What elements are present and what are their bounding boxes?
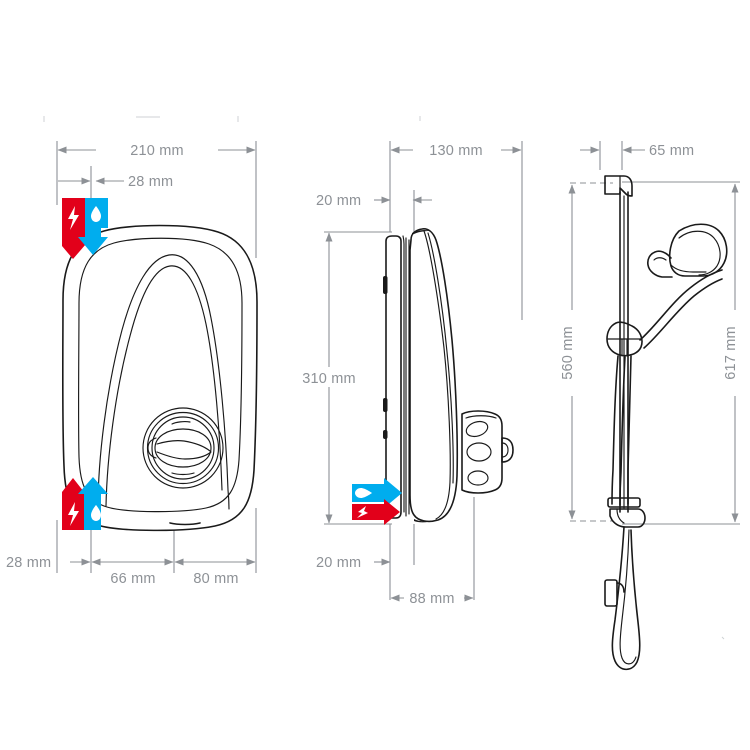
water-drop-up-arrow-icon: [78, 477, 108, 530]
dim-front-mid: 66 mm: [91, 558, 174, 587]
front-view-group: 210 mm 28 mm 28 mm 66 mm: [6, 140, 258, 587]
dim-label-front-inlet-offset: 28 mm: [128, 174, 173, 190]
dim-front-inlet-offset: 28 mm: [58, 174, 173, 190]
water-drop-down-arrow-icon: [78, 198, 108, 255]
front-shower-body: [61, 224, 258, 532]
shower-hose-upper: [639, 269, 723, 349]
dim-riser-total-height: 617 mm: [723, 183, 747, 523]
dim-side-base-depth: 88 mm: [390, 588, 474, 608]
front-control-knob: [142, 407, 224, 489]
electric-bolt-right-arrow-icon: [352, 499, 400, 525]
shower-hose-lower: [604, 355, 641, 671]
dim-label-side-bottom-offset: 20 mm: [316, 555, 361, 571]
dim-label-side-depth: 130 mm: [429, 143, 483, 159]
dim-side-height: 310 mm: [296, 232, 362, 524]
front-extension-lines: [56, 141, 257, 573]
dim-label-front-right: 80 mm: [193, 571, 238, 587]
dim-label-front-left-edge: 28 mm: [6, 555, 51, 571]
side-shower-body: [383, 228, 514, 523]
dim-riser-rail-length: 560 mm: [560, 184, 584, 520]
dim-front-width: 210 mm: [57, 140, 256, 160]
dim-label-side-height: 310 mm: [302, 371, 356, 387]
dim-label-side-top-offset: 20 mm: [316, 193, 361, 209]
handset-holder-clamp: [606, 321, 643, 357]
rail-top-bracket: [604, 175, 633, 197]
registration-marks: [43, 116, 725, 640]
side-inlet-icon: [352, 478, 402, 525]
rail-bottom-bracket: [607, 497, 646, 528]
riser-extension-lines: [570, 141, 740, 525]
water-drop-right-arrow-icon: [352, 478, 402, 508]
dim-label-riser-bracket-offset: 65 mm: [649, 143, 694, 159]
front-top-inlet-icon: [62, 198, 108, 259]
riser-rail-assembly: [604, 175, 646, 528]
dim-side-bottom-offset: 20 mm: [316, 555, 391, 571]
dim-side-top-offset: 20 mm: [316, 193, 432, 209]
side-view-group: 130 mm 20 mm 310 mm 20 mm: [296, 140, 523, 608]
dim-label-riser-total-height: 617 mm: [723, 326, 739, 380]
dim-front-left-edge: 28 mm: [6, 555, 91, 571]
dim-label-riser-rail-length: 560 mm: [560, 326, 576, 380]
front-bottom-inlet-icon: [62, 477, 108, 530]
side-hose-outlet-block: [461, 410, 514, 494]
dim-front-right: 80 mm: [174, 558, 256, 587]
electric-bolt-up-arrow-icon: [62, 478, 84, 530]
dim-label-front-width: 210 mm: [130, 143, 184, 159]
dim-label-side-base-depth: 88 mm: [409, 591, 454, 607]
dim-label-front-mid: 66 mm: [110, 571, 155, 587]
shower-handset: [647, 223, 728, 278]
dim-side-depth: 130 mm: [390, 140, 522, 160]
dim-riser-bracket-offset: 65 mm: [580, 143, 694, 159]
riser-view-group: 65 mm 560 mm 617 mm: [560, 141, 747, 671]
